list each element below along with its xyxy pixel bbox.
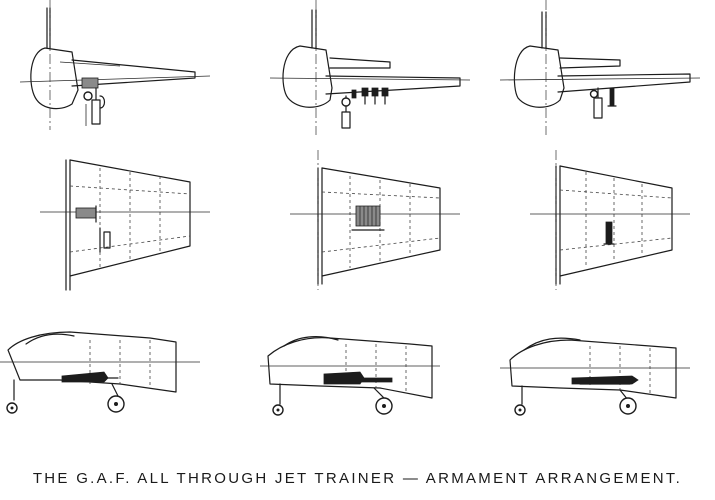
plan-view-center bbox=[290, 150, 460, 290]
plan-view-left bbox=[40, 159, 210, 291]
front-view-center bbox=[269, 0, 471, 135]
side-view-left bbox=[0, 331, 200, 414]
front-view-right bbox=[499, 0, 701, 135]
side-view-center bbox=[260, 336, 440, 416]
drawing-title: THE G.A.F. ALL THROUGH JET TRAINER — ARM… bbox=[32, 470, 683, 487]
side-view-right bbox=[500, 337, 690, 416]
plan-view-right bbox=[530, 150, 690, 290]
front-view-left bbox=[19, 0, 211, 130]
